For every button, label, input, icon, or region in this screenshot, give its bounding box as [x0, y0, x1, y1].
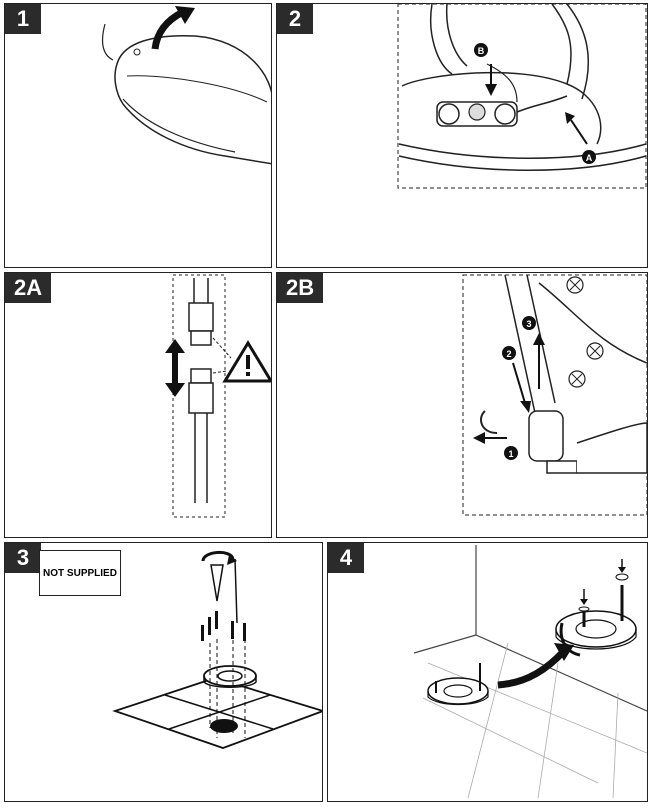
arrow-b: B: [474, 43, 497, 96]
panel-step-2b: 2B 1 2 3: [276, 272, 648, 538]
panel-step-1: 1: [4, 3, 272, 268]
double-arrow-icon: [165, 339, 185, 397]
panel-step-2a: 2A: [4, 272, 272, 538]
arrow-3: 3: [522, 316, 545, 389]
warning-icon: [222, 340, 271, 383]
step-badge: 4: [328, 543, 364, 573]
rotation-arrow-icon: [201, 551, 237, 602]
step-badge: 1: [5, 4, 41, 34]
not-supplied-note: NOT SUPPLIED: [39, 550, 121, 596]
arrow-a: A: [565, 112, 596, 164]
arrow-2: 2: [502, 346, 531, 413]
toilet-lid-illustration: [102, 6, 271, 165]
callout-2: 2: [506, 349, 511, 359]
screw-icon: [201, 611, 246, 641]
step-badge: 2B: [277, 273, 324, 303]
valve-assembly-illustration: B A: [397, 4, 647, 189]
panel-step-4: 4: [327, 542, 648, 802]
callout-1: 1: [508, 449, 513, 459]
callout-a: A: [586, 153, 593, 163]
callout-3: 3: [526, 319, 531, 329]
flange-placement-illustration: [413, 545, 647, 799]
step-badge: 3: [5, 543, 41, 573]
arrow-1: 1: [473, 432, 518, 460]
panel-step-3: 3 NOT SUPPLIED: [4, 542, 323, 802]
flange-install-illustration: [112, 551, 322, 749]
step-badge: 2A: [5, 273, 52, 303]
step-badge: 2: [277, 4, 313, 34]
callout-b: B: [478, 46, 485, 56]
panel-step-2: 2 B A: [276, 3, 648, 268]
curved-arrow-icon: [151, 6, 195, 50]
quick-connect-illustration: 1 2 3: [462, 274, 647, 516]
hose-connector-illustration: [165, 274, 271, 518]
